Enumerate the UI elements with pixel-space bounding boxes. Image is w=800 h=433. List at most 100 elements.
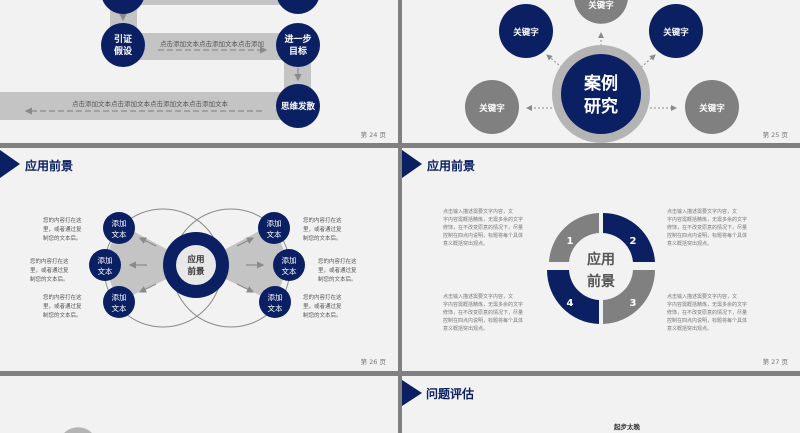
svg-text:文本: 文本 [267, 229, 282, 239]
center-prospect-circle: 应用 前景 [163, 232, 229, 298]
svg-text:文本: 文本 [112, 229, 127, 239]
svg-text:点击输入描述需要文字内容，文: 点击输入描述需要文字内容，文 [667, 208, 737, 215]
svg-text:前景: 前景 [587, 273, 615, 290]
page-number: 第 26 页 [361, 357, 387, 366]
svg-text:关键字: 关键字 [663, 27, 689, 38]
slide-title: 问题评估 [426, 386, 474, 401]
svg-text:您的内容打在这: 您的内容打在这 [303, 293, 342, 301]
svg-text:文本: 文本 [98, 266, 113, 276]
keyword-circle-top: 关键字 [574, 0, 628, 24]
keyword-circle-lower-right: 关键字 [685, 80, 739, 134]
svg-text:字内容需概括精炼，无需多余的文字: 字内容需概括精炼，无需多余的文字 [443, 301, 523, 308]
svg-text:意义概括突出观点。: 意义概括突出观点。 [443, 325, 488, 332]
title-triangle-icon [402, 380, 422, 406]
svg-text:应用: 应用 [587, 251, 615, 268]
flow-text: 点击添加文本点击添加文本点击添加文本点击添加文本 [72, 99, 229, 108]
add-text-node: 添加文本 [89, 249, 121, 281]
flow-node-hypothesis: 引证 假设 [101, 23, 145, 67]
keyword-circle-upper-right: 关键字 [649, 4, 703, 58]
flow-text: 点击添加文本点击添加文本点击添加 [160, 39, 264, 48]
svg-text:添加: 添加 [98, 255, 113, 265]
svg-text:制您的文本后。: 制您的文本后。 [318, 275, 357, 283]
label-start-too-late: 起步太晚 [613, 422, 641, 431]
svg-text:假设: 假设 [114, 45, 133, 57]
svg-text:您的内容打在这: 您的内容打在这 [318, 257, 357, 265]
svg-text:控制在四点内说明，标题将每个具体: 控制在四点内说明，标题将每个具体 [443, 232, 523, 239]
svg-text:您的内容打在这: 您的内容打在这 [43, 216, 82, 224]
svg-text:关键字: 关键字 [588, 0, 614, 11]
svg-text:关键字: 关键字 [513, 27, 539, 38]
page-number: 第 24 页 [361, 130, 387, 139]
keyword-circle-upper-left: 关键字 [499, 4, 553, 58]
add-text-node: 添加文本 [103, 212, 135, 244]
svg-text:文本: 文本 [112, 303, 127, 313]
add-text-node: 添加文本 [258, 212, 290, 244]
slide-27-thumbnail[interactable]: 应用前景 1 2 3 4 应用 前景 点击输入描述需要文字内容，文字内容需概括精… [402, 148, 800, 371]
svg-text:修饰，在不改变原意的情况下，尽量: 修饰，在不改变原意的情况下，尽量 [443, 224, 523, 231]
svg-text:2: 2 [630, 236, 637, 247]
keyword-circle-lower-left: 关键字 [465, 80, 519, 134]
svg-text:前景: 前景 [187, 266, 205, 277]
svg-text:里，或者通过复: 里，或者通过复 [30, 266, 69, 274]
page-number: 第 25 页 [763, 130, 789, 139]
svg-text:制您的文本后。: 制您的文本后。 [303, 234, 342, 242]
svg-text:文本: 文本 [282, 266, 297, 276]
flow-node-next-goal: 进一步 目标 [276, 23, 320, 67]
svg-text:控制在四点内说明，标题将每个具体: 控制在四点内说明，标题将每个具体 [667, 317, 747, 324]
svg-text:里，或者通过复: 里，或者通过复 [303, 225, 342, 233]
svg-text:修饰，在不改变原意的情况下，尽量: 修饰，在不改变原意的情况下，尽量 [443, 309, 523, 316]
svg-text:4: 4 [567, 298, 574, 309]
svg-text:目标: 目标 [289, 45, 307, 57]
description-texts: 点击输入描述需要文字内容，文字内容需概括精炼，无需多余的文字修饰，在不改变原意的… [443, 208, 747, 332]
slide-28-thumbnail[interactable] [0, 376, 398, 433]
slide-24-thumbnail[interactable]: 引证 假设 进一步 目标 思维发散 点击添加文本点击添加文本点击添加 点击添加文… [0, 0, 398, 143]
svg-text:关键字: 关键字 [479, 103, 505, 114]
svg-text:制您的文本后。: 制您的文本后。 [43, 234, 82, 242]
svg-text:1: 1 [567, 236, 574, 247]
add-text-node: 添加文本 [103, 286, 135, 318]
slide-title: 应用前景 [427, 158, 475, 173]
svg-text:修饰，在不改变原意的情况下，尽量: 修饰，在不改变原意的情况下，尽量 [667, 224, 747, 231]
svg-text:字内容需概括精炼，无需多余的文字: 字内容需概括精炼，无需多余的文字 [667, 216, 747, 223]
slide-title: 应用前景 [25, 158, 73, 173]
flow-node [277, 0, 319, 15]
svg-text:添加: 添加 [282, 255, 297, 265]
svg-text:控制在四点内说明，标题将每个具体: 控制在四点内说明，标题将每个具体 [667, 232, 747, 239]
add-text-node: 添加文本 [259, 286, 291, 318]
svg-text:点击输入描述需要文字内容，文: 点击输入描述需要文字内容，文 [667, 293, 737, 300]
quadrant-ring: 1 2 3 4 应用 前景 [547, 212, 655, 324]
svg-text:添加: 添加 [267, 218, 282, 228]
title-triangle-icon [402, 150, 422, 178]
slide-29-thumbnail[interactable]: 问题评估 起步太晚 [402, 376, 800, 433]
svg-text:意义概括突出观点。: 意义概括突出观点。 [667, 240, 712, 247]
svg-text:文本: 文本 [268, 303, 283, 313]
svg-text:应用: 应用 [187, 254, 204, 265]
title-triangle-icon [0, 150, 20, 178]
case-study-center: 案例 研究 [552, 45, 650, 143]
svg-text:意义概括突出观点。: 意义概括突出观点。 [667, 325, 712, 332]
svg-text:添加: 添加 [112, 292, 127, 302]
svg-text:字内容需概括精炼，无需多余的文字: 字内容需概括精炼，无需多余的文字 [667, 301, 747, 308]
svg-text:3: 3 [630, 298, 637, 309]
svg-text:字内容需概括精炼，无需多余的文字: 字内容需概括精炼，无需多余的文字 [443, 216, 523, 223]
svg-text:里，或者通过复: 里，或者通过复 [318, 266, 357, 274]
flow-node [102, 0, 144, 15]
slide-26-thumbnail[interactable]: 应用前景 应用 前景 添加文本 添加文本 添加文本 添加文本 添加文本 添加文本… [0, 148, 398, 371]
svg-text:制您的文本后。: 制您的文本后。 [43, 311, 82, 319]
svg-text:点击输入描述需要文字内容，文: 点击输入描述需要文字内容，文 [443, 293, 513, 300]
svg-text:里，或者通过复: 里，或者通过复 [43, 302, 82, 310]
svg-text:制您的文本后。: 制您的文本后。 [30, 275, 69, 283]
svg-text:您的内容打在这: 您的内容打在这 [303, 216, 342, 224]
svg-text:研究: 研究 [584, 96, 618, 117]
svg-text:意义概括突出观点。: 意义概括突出观点。 [443, 240, 488, 247]
add-text-node: 添加文本 [273, 249, 305, 281]
svg-text:您的内容打在这: 您的内容打在这 [30, 257, 69, 265]
slide-25-thumbnail[interactable]: 关键字 关键字 关键字 关键字 关键字 案例 研究 第 25 页 [402, 0, 800, 143]
svg-text:里，或者通过复: 里，或者通过复 [43, 225, 82, 233]
svg-text:点击输入描述需要文字内容，文: 点击输入描述需要文字内容，文 [443, 208, 513, 215]
page-number: 第 27 页 [763, 357, 789, 366]
svg-text:修饰，在不改变原意的情况下，尽量: 修饰，在不改变原意的情况下，尽量 [667, 309, 747, 316]
svg-text:里，或者通过复: 里，或者通过复 [303, 302, 342, 310]
svg-text:添加: 添加 [112, 218, 127, 228]
